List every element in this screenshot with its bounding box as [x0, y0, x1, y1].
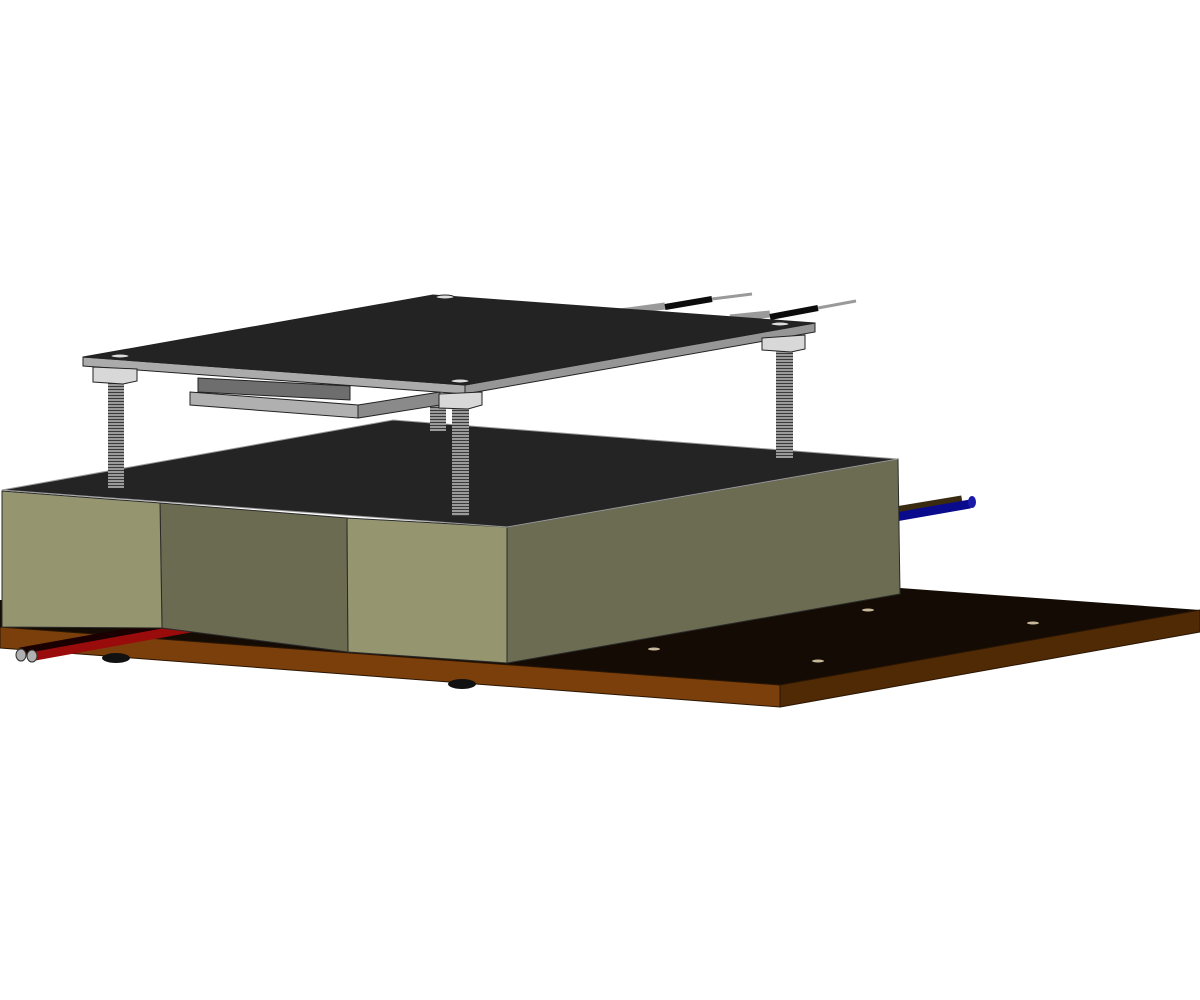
foam-front-right — [346, 517, 508, 664]
top-plate — [82, 294, 816, 395]
foam-block — [1, 419, 901, 664]
foot — [102, 653, 130, 663]
nut — [92, 366, 138, 385]
heater-clip — [189, 377, 441, 419]
foam-front-left — [1, 490, 163, 629]
foam-recess — [159, 502, 349, 653]
threaded-rod — [430, 403, 446, 431]
threaded-rod — [108, 382, 124, 488]
nut — [438, 391, 483, 410]
base-hole — [862, 608, 874, 612]
foam-top-plate — [1, 419, 899, 528]
threaded-rod — [776, 350, 793, 458]
threaded-rod — [452, 406, 469, 516]
nuts — [92, 334, 806, 410]
blue-rod — [889, 495, 976, 523]
foot — [448, 679, 476, 689]
base-hole — [648, 647, 660, 651]
nut — [761, 334, 806, 353]
base-side-face — [779, 609, 1200, 708]
base-hole — [812, 659, 824, 663]
base-hole — [1027, 621, 1039, 625]
screws — [108, 350, 793, 516]
plate-top — [82, 294, 816, 386]
